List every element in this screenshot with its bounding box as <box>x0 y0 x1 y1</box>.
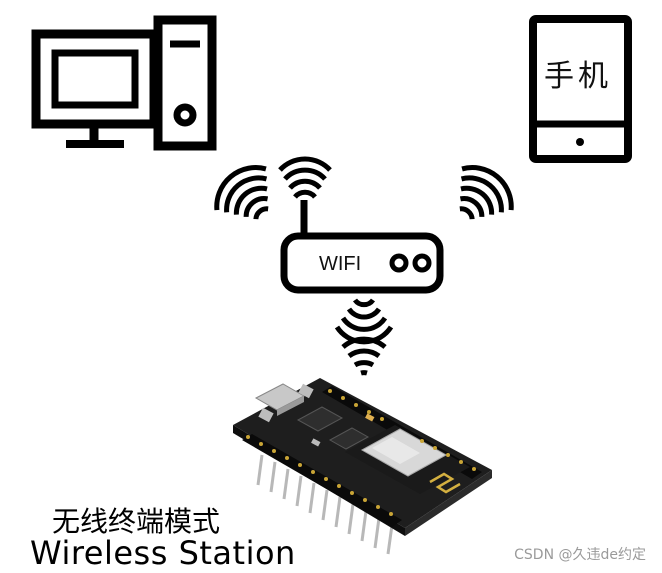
wifi-signal-icon <box>334 298 394 345</box>
esp8266-nodemcu-board <box>233 378 492 555</box>
phone-label: 手机 <box>544 59 612 94</box>
wifi-signal-icon <box>459 165 514 220</box>
caption-chinese: 无线终端模式 <box>52 505 221 538</box>
wifi-signal-icon <box>214 165 269 220</box>
wifi-signal-icon <box>341 336 387 376</box>
watermark: CSDN @久违de约定 <box>514 547 646 563</box>
mobile-phone-icon: 手机 <box>529 15 632 163</box>
wifi-signal-icon <box>278 156 332 199</box>
wifi-router-icon: WIFI <box>280 200 444 294</box>
router-label: WIFI <box>319 253 361 275</box>
desktop-computer-icon <box>31 15 217 151</box>
caption-english: Wireless Station <box>30 534 296 572</box>
